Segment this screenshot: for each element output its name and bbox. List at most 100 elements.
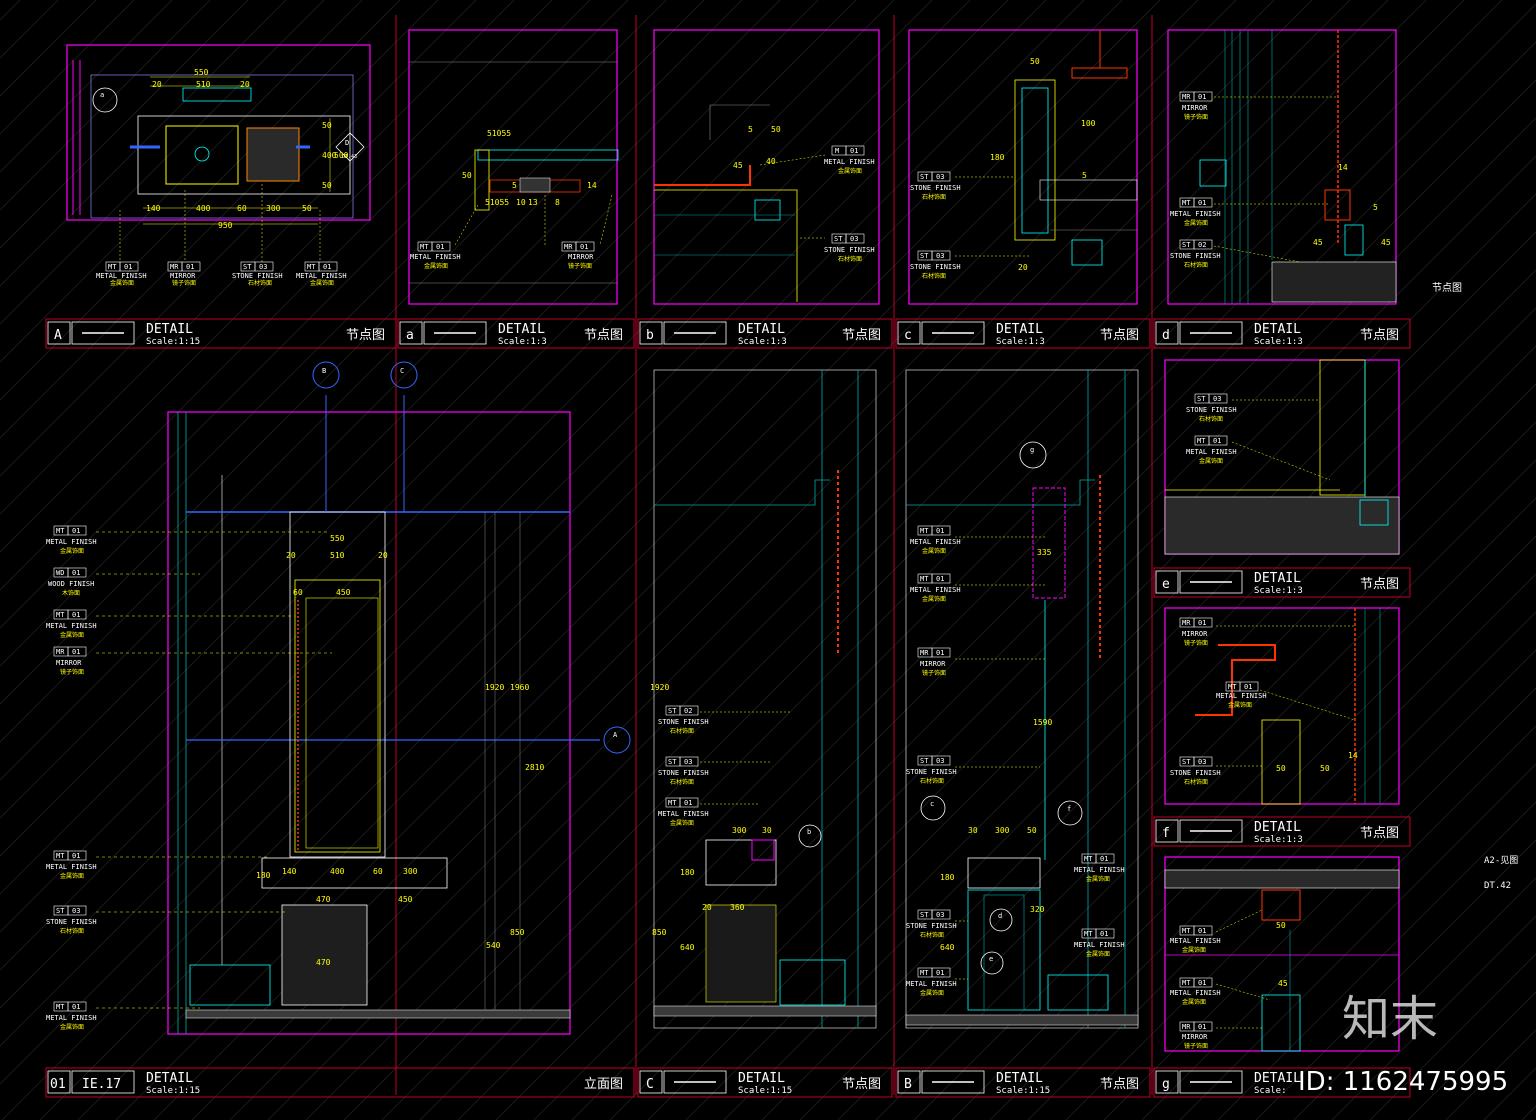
- title-block-cn: 节点图: [842, 1077, 881, 1092]
- svg-text:METAL FINISH: METAL FINISH: [1170, 210, 1221, 218]
- material-tag-mt01: MT 01 METAL FINISH 金属饰面: [658, 797, 709, 827]
- svg-text:MT: MT: [56, 1003, 65, 1011]
- material-tag-mt01d: MT 01 METAL FINISH 金属饰面: [1074, 853, 1125, 883]
- dim-text: 1960: [510, 683, 529, 692]
- title-block-heading: DETAIL: [996, 322, 1043, 337]
- svg-text:ST: ST: [920, 252, 929, 260]
- material-tag-mt01b: MT 01 METAL FINISH 金属饰面: [910, 573, 961, 603]
- section-marker-e: e: [980, 951, 1004, 975]
- svg-text:01: 01: [936, 969, 944, 977]
- svg-text:MT: MT: [920, 527, 929, 535]
- dim-text: 140: [282, 867, 297, 876]
- svg-text:STONE FINISH: STONE FINISH: [46, 918, 97, 926]
- dim-text: 510: [330, 551, 345, 560]
- dim-text: 500: [334, 151, 349, 160]
- dim-text: 2810: [525, 763, 544, 772]
- material-tag-mt01: MT 01 METAL FINISH 金属饰面: [1170, 925, 1221, 954]
- dim-text: 45: [733, 161, 743, 170]
- dim-text: 20: [1018, 263, 1028, 272]
- title-block-id: g: [1162, 1077, 1170, 1092]
- svg-text:MT: MT: [1197, 437, 1206, 445]
- dim-text: 50: [1027, 826, 1037, 835]
- dim-text: 300: [403, 867, 418, 876]
- svg-text:ST: ST: [668, 758, 677, 766]
- title-block-scale: Scale:: [1254, 1086, 1287, 1096]
- dim-text: 300: [266, 204, 281, 213]
- material-tag-mt01: MT 01 METAL FINISH 金属饰面: [1170, 197, 1221, 227]
- svg-text:MR: MR: [1182, 93, 1191, 101]
- title-block-id: A: [54, 328, 62, 343]
- panel-c-detail: 50 100 180 5 20 ST 03 STONE FINISH 石材饰面 …: [908, 29, 1138, 305]
- svg-text:01: 01: [1198, 927, 1206, 935]
- ref-label: D: [345, 139, 349, 147]
- svg-text:MT: MT: [1228, 683, 1237, 691]
- title-block-scale: Scale:1:3: [498, 337, 547, 347]
- dim-text: 850: [652, 928, 667, 937]
- dim-text: 335: [1037, 548, 1052, 557]
- svg-text:金属饰面: 金属饰面: [1086, 950, 1110, 958]
- dim-text: 550: [330, 534, 345, 543]
- dim-text: 300: [732, 826, 747, 835]
- svg-text:MR: MR: [170, 263, 179, 271]
- dim-text: 1920: [650, 683, 669, 692]
- svg-text:MR: MR: [564, 243, 573, 251]
- svg-text:ST: ST: [56, 907, 65, 915]
- material-tag-mt01: MT 01 METAL FINISH 金属饰面: [46, 525, 97, 555]
- svg-text:03: 03: [1198, 758, 1206, 766]
- dim-text: 14: [1338, 163, 1348, 172]
- dim-text: 51055: [485, 198, 509, 207]
- svg-text:01: 01: [1100, 855, 1108, 863]
- dim-text: 950: [218, 221, 233, 230]
- section-marker-B: B: [312, 361, 340, 389]
- material-tag-st02: ST 02 STONE FINISH 石材饰面: [658, 705, 709, 735]
- dim-text: 470: [316, 895, 331, 904]
- svg-text:STONE FINISH: STONE FINISH: [1170, 252, 1221, 260]
- section-marker-g: g: [1019, 441, 1047, 469]
- material-tag-mt01b: MT 01 METAL FINISH 金属饰面: [296, 261, 347, 287]
- svg-text:03: 03: [936, 173, 944, 181]
- svg-text:镜子饰面: 镜子饰面: [1184, 639, 1208, 647]
- svg-text:MT: MT: [108, 263, 117, 271]
- svg-text:METAL FINISH: METAL FINISH: [410, 253, 461, 261]
- material-tag-mt01: MT 01 METAL FINISH 金属饰面: [410, 241, 461, 270]
- dim-text: 5: [1373, 203, 1378, 212]
- title-block-id: f: [1162, 826, 1170, 841]
- title-block-scale: Scale:1:15: [738, 1086, 792, 1096]
- svg-text:A: A: [613, 731, 618, 739]
- svg-text:金属饰面: 金属饰面: [110, 279, 134, 287]
- svg-text:01: 01: [1198, 619, 1206, 627]
- title-block-scale: Scale:1:3: [1254, 835, 1303, 845]
- svg-text:M: M: [835, 147, 839, 155]
- dim-text: 400: [330, 867, 345, 876]
- svg-text:MIRROR: MIRROR: [1182, 1033, 1208, 1041]
- svg-text:镜子饰面: 镜子饰面: [922, 669, 946, 677]
- svg-text:镜子饰面: 镜子饰面: [1184, 1042, 1208, 1050]
- svg-text:01: 01: [72, 852, 80, 860]
- svg-text:MT: MT: [420, 243, 429, 251]
- section-marker-C: C: [390, 361, 418, 389]
- section-marker-d: d: [989, 908, 1013, 932]
- title-block-heading: DETAIL: [498, 322, 545, 337]
- panel-b-detail: 5 50 45 40 M 01 METAL FINISH 金属饰面 ST 03 …: [653, 29, 880, 305]
- svg-text:MIRROR: MIRROR: [1182, 630, 1208, 638]
- svg-text:MT: MT: [56, 611, 65, 619]
- svg-text:METAL FINISH: METAL FINISH: [46, 538, 97, 546]
- svg-text:MIRROR: MIRROR: [170, 272, 196, 280]
- dim-text: 400: [196, 204, 211, 213]
- dim-text: 60: [373, 867, 383, 876]
- dim-text: 180: [680, 868, 695, 877]
- elevation-B: 335 1590 300 50 30 180 320 640 g c f d e: [905, 369, 1139, 1029]
- material-tag-mr01: MR 01 MIRROR 镜子饰面: [167, 261, 201, 287]
- title-block-id: e: [1162, 577, 1170, 592]
- svg-text:STONE FINISH: STONE FINISH: [232, 272, 283, 280]
- material-tag-mr01: MR 01 MIRROR 镜子饰面: [1179, 617, 1213, 647]
- svg-text:MR: MR: [56, 648, 65, 656]
- svg-text:ST: ST: [1182, 241, 1191, 249]
- svg-text:STONE FINISH: STONE FINISH: [824, 246, 875, 254]
- material-tag-mt01: MT 01 METAL FINISH 金属饰面: [96, 261, 147, 287]
- svg-text:01: 01: [936, 575, 944, 583]
